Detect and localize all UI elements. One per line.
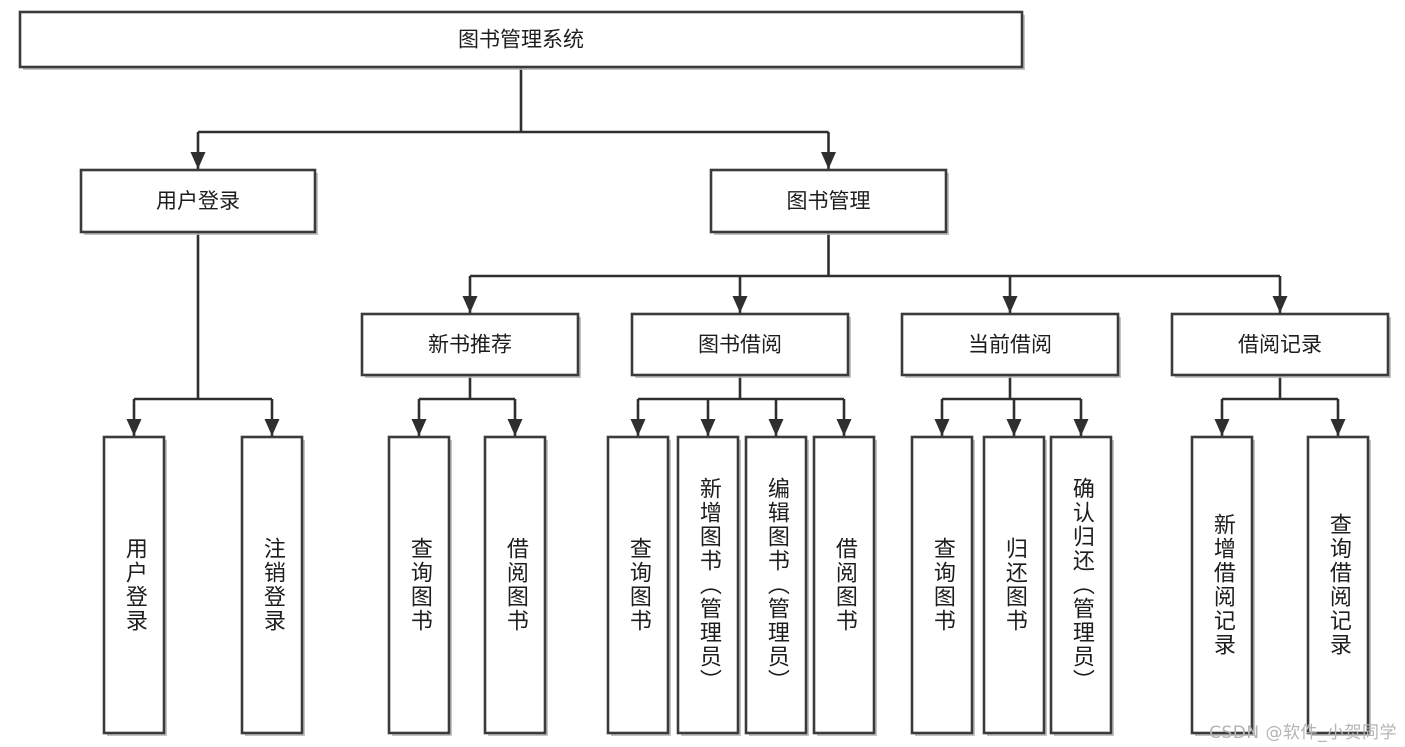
node-book-manage[interactable]	[709, 168, 949, 235]
node-leaf-query-book-1[interactable]	[387, 435, 452, 736]
connector-group-borrow-record	[1214, 375, 1346, 436]
node-borrow-record[interactable]	[1170, 312, 1391, 378]
arrow-head-icon	[630, 419, 646, 436]
node-leaf-logout[interactable]	[240, 435, 305, 736]
node-leaf-edit-book[interactable]	[744, 435, 809, 736]
arrow-head-icon	[1002, 296, 1018, 313]
node-new-book-recommend[interactable]	[360, 312, 581, 378]
node-user-login[interactable]	[79, 168, 318, 235]
watermark: CSDN @软件_小贺同学	[1209, 723, 1397, 743]
node-leaf-confirm-return[interactable]	[1049, 435, 1114, 736]
arrow-head-icon	[126, 419, 142, 436]
connector-group-new-book-recommend	[411, 375, 523, 436]
node-leaf-query-book-2[interactable]	[606, 435, 671, 736]
node-book-borrow[interactable]	[630, 312, 851, 378]
node-label-current-borrow: 当前借阅	[968, 333, 1052, 357]
node-label-user-login: 用户登录	[156, 189, 240, 213]
node-current-borrow[interactable]	[900, 312, 1121, 378]
node-label-book-borrow: 图书借阅	[698, 333, 782, 357]
node-leaf-add-record[interactable]	[1190, 435, 1255, 736]
node-label-book-manage: 图书管理	[787, 189, 871, 213]
node-root[interactable]	[18, 10, 1025, 70]
arrow-head-icon	[1330, 419, 1346, 436]
node-label-new-book-recommend: 新书推荐	[428, 333, 512, 357]
arrow-head-icon	[411, 419, 427, 436]
arrow-head-icon	[507, 419, 523, 436]
node-leaf-borrow-book-2[interactable]	[812, 435, 877, 736]
arrow-head-icon	[264, 419, 280, 436]
arrow-head-icon	[190, 152, 206, 169]
arrow-head-icon	[1214, 419, 1230, 436]
arrow-head-icon	[821, 152, 836, 169]
node-leaf-user-login[interactable]	[102, 435, 167, 736]
arrow-head-icon	[768, 419, 784, 436]
node-leaf-return-book[interactable]	[982, 435, 1047, 736]
connector-layer	[126, 67, 1346, 436]
node-leaf-add-book[interactable]	[676, 435, 741, 736]
node-label-root: 图书管理系统	[458, 28, 584, 52]
node-leaf-query-record[interactable]	[1306, 435, 1371, 736]
arrow-head-icon	[934, 419, 950, 436]
connector-group-book-borrow	[630, 375, 852, 436]
connector-group-current-borrow	[934, 375, 1089, 436]
node-leaf-borrow-book-1[interactable]	[483, 435, 548, 736]
arrow-head-icon	[700, 419, 716, 436]
arrow-head-icon	[1272, 296, 1288, 313]
connector-group-root	[190, 67, 836, 169]
arrow-head-icon	[1073, 419, 1089, 436]
node-label-borrow-record: 借阅记录	[1238, 333, 1322, 357]
arrow-head-icon	[836, 419, 852, 436]
arrow-head-icon	[1006, 419, 1022, 436]
connector-group-book-manage	[462, 232, 1288, 313]
arrow-head-icon	[462, 296, 478, 313]
arrow-head-icon	[732, 296, 748, 313]
connector-group-user-login	[126, 232, 280, 436]
node-leaf-query-book-3[interactable]	[910, 435, 975, 736]
